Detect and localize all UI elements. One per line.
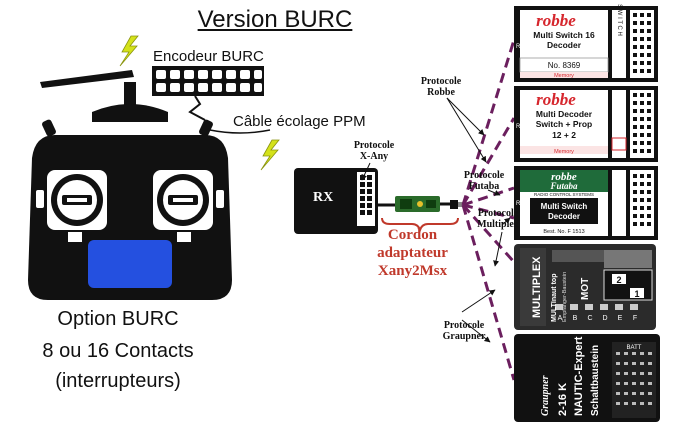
- protocol-xany-line1: Protocole: [353, 140, 395, 151]
- futaba-brand: Futaba: [549, 181, 578, 191]
- xany2msx-adapter: [378, 196, 463, 212]
- robbe1-rx: Rx: [516, 44, 523, 50]
- graupner-name3: Schaltbaustein: [590, 345, 601, 416]
- multiplex-name2: Empfänger-Baustein: [562, 272, 568, 322]
- graupner-name1: 2-16 K: [557, 383, 569, 416]
- option-line-3: (interrupteurs): [55, 370, 181, 392]
- protocol-robbe-line2: Robbe: [427, 87, 455, 98]
- protocol-xany-label: Protocole X-Any: [350, 140, 398, 162]
- multiplex-port-c: C: [587, 315, 592, 322]
- futaba-robbe-brand: robbe: [551, 171, 577, 183]
- option-line-2: 8 ou 16 Contacts: [42, 340, 194, 362]
- robbe1-number: No. 8369: [548, 61, 581, 70]
- protocol-futaba-line1: Protocole: [463, 170, 505, 181]
- rx-receiver: [294, 168, 378, 234]
- robbe1-memory: Memory: [554, 73, 574, 79]
- futaba-number: Best. No. F 1513: [543, 229, 584, 235]
- module-multiplex-multinaut: [514, 244, 656, 330]
- protocol-graupner-line1: Protocole: [443, 320, 485, 331]
- cordon-line-3: Xany2Msx: [377, 263, 448, 279]
- burc-encoder: [152, 66, 264, 121]
- multiplex-num-1: 1: [634, 289, 639, 299]
- option-line-1: Option BURC: [57, 308, 179, 330]
- multiplex-num-2: 2: [616, 275, 621, 285]
- protocol-xany-line2: X-Any: [359, 151, 389, 162]
- multiplex-port-b: B: [573, 315, 578, 322]
- bolt-icon: [260, 139, 280, 171]
- futaba-system: RADIO CONTROL SYSTEMS: [534, 192, 594, 197]
- ppm-cable-label: Câble écolage PPM: [233, 113, 366, 130]
- protocol-links: [461, 39, 516, 381]
- transmitter: [28, 70, 232, 300]
- multiplex-mot: MOT: [580, 278, 591, 300]
- robbe2-brand: robbe: [536, 90, 576, 109]
- graupner-brand: Graupner: [540, 375, 551, 416]
- module-robbe-multiswitch16: [514, 6, 658, 82]
- module-graupner-nautic: [514, 334, 660, 422]
- cordon-line-1: Cordon: [387, 227, 438, 243]
- multiplex-port-a: A: [558, 315, 563, 322]
- futaba-rx: Rx: [516, 201, 523, 207]
- cordon-label: Cordon adaptateur Xany2Msx: [355, 226, 470, 280]
- cordon-line-2: adaptateur: [377, 245, 448, 261]
- antenna: [40, 70, 134, 88]
- graupner-name2: NAUTIC-Expert: [573, 336, 585, 416]
- ppm-cable: [209, 129, 271, 134]
- multiplex-name1: MULTInaut top: [551, 274, 558, 322]
- multiplex-port-d: D: [602, 315, 607, 322]
- protocol-futaba-label: Protocole Futaba: [460, 170, 508, 192]
- protocol-multiplex-line1: Protocole: [477, 208, 519, 219]
- robbe2-name1: Multi Decoder: [536, 109, 593, 119]
- graupner-batt: BATT: [627, 345, 642, 351]
- multiplex-port-f: F: [633, 315, 637, 322]
- protocol-robbe-line1: Protocole: [420, 76, 462, 87]
- protocol-graupner-label: Protocole Graupner: [438, 320, 490, 342]
- multiplex-port-e: E: [618, 315, 623, 322]
- transmitter-screen: [88, 240, 172, 288]
- module-futaba-multiswitch: [514, 166, 658, 240]
- protocol-futaba-line2: Futaba: [468, 181, 500, 192]
- protocol-multiplex-label: Protocole Multiplex: [472, 208, 524, 230]
- module-robbe-multidecoder: [514, 86, 658, 162]
- robbe2-memory: Memory: [554, 149, 574, 155]
- multiplex-brand: MULTIPLEX: [531, 256, 543, 318]
- robbe1-switch-label: S W I T C H: [616, 4, 622, 36]
- bolt-icon: [119, 35, 139, 67]
- robbe1-name2: Decoder: [547, 40, 582, 50]
- protocol-multiplex-line2: Multiplex: [477, 219, 519, 230]
- adapter-brace: [381, 217, 459, 234]
- rx-label: RX: [313, 190, 334, 205]
- futaba-name2: Decoder: [548, 212, 580, 221]
- robbe1-name1: Multi Switch 16: [533, 30, 595, 40]
- robbe2-name2: Switch + Prop: [536, 119, 592, 129]
- robbe2-name3: 12 + 2: [552, 130, 576, 140]
- diagram-title: Version BURC: [197, 6, 353, 33]
- protocol-graupner-line2: Graupner: [442, 331, 486, 342]
- robbe1-brand: robbe: [536, 11, 576, 30]
- protocol-robbe-label: Protocole Robbe: [416, 76, 466, 98]
- robbe2-rx: Rx: [516, 124, 523, 130]
- futaba-name1: Multi Switch: [541, 202, 588, 211]
- encoder-label: Encodeur BURC: [153, 48, 264, 65]
